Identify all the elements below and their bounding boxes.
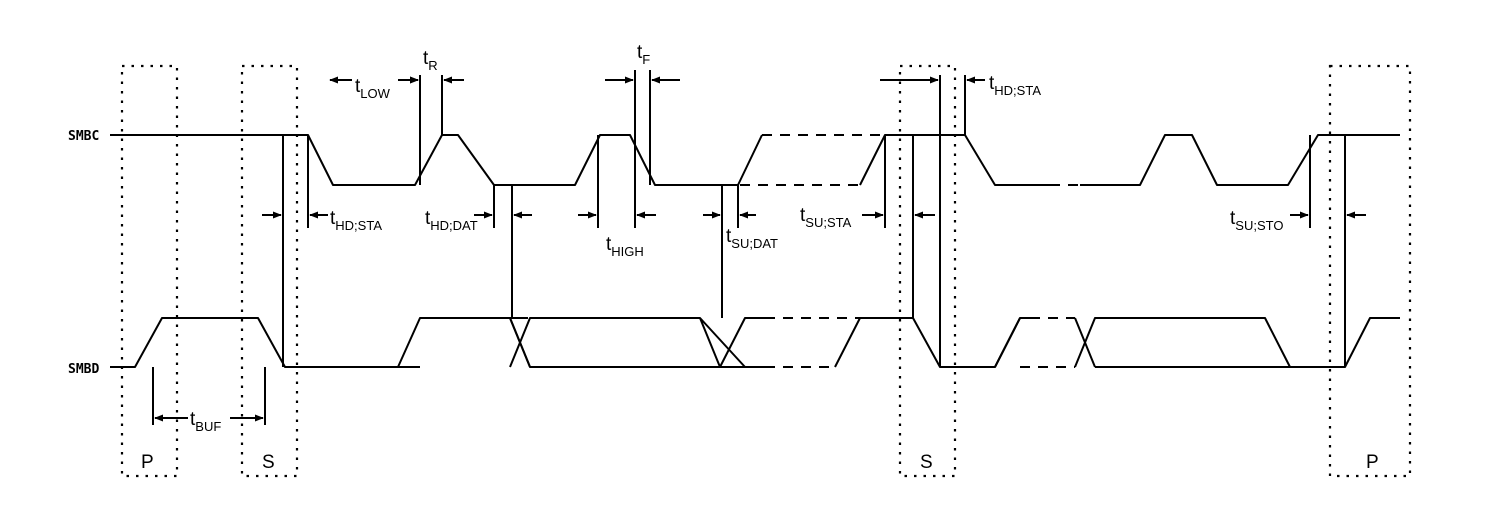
t-hd-dat-label: tHD;DAT <box>425 208 478 233</box>
start-condition-label-1: S <box>262 452 275 473</box>
t-high-label: tHIGH <box>606 234 644 259</box>
stop-condition-box-2 <box>1328 64 1412 478</box>
start-condition-box-2 <box>898 64 957 478</box>
t-hd-sta-label: tHD;STA <box>330 208 382 233</box>
smbd-waveform-2 <box>509 317 765 368</box>
t-buf-label: tBUF <box>190 409 221 434</box>
t-su-sta-label: tSU;STA <box>800 205 852 230</box>
smbd-waveform-4 <box>994 317 1400 368</box>
start-condition-label-2: S <box>920 452 933 473</box>
t-su-dat-label: tSU;DAT <box>726 226 778 251</box>
smbc-waveform-1 <box>110 134 763 186</box>
t-r-label: tR <box>423 48 438 73</box>
smbc-waveform-2 <box>859 134 1050 186</box>
smbc-signal-label: SMBC <box>68 129 99 144</box>
smbd-waveform-dashed-2 <box>1020 317 1075 368</box>
t-hd-sta-top-label: tHD;STA <box>989 73 1041 98</box>
t-su-sto-label: tSU;STO <box>1230 208 1283 233</box>
timing-arrows <box>154 76 1366 422</box>
smbd-waveform-dashed-1 <box>765 317 860 368</box>
smbd-signal-label: SMBD <box>68 362 99 377</box>
t-f-label: tF <box>637 42 650 67</box>
start-condition-box-1 <box>240 64 299 478</box>
smbc-waveform-3 <box>1080 134 1400 186</box>
timing-reference-lines <box>152 70 1346 425</box>
smbd-waveform-3 <box>834 317 1030 368</box>
t-low-label: tLOW <box>355 76 391 101</box>
smbd-waveform-1 <box>110 317 765 368</box>
stop-condition-box-1 <box>120 64 179 478</box>
stop-condition-label-1: P <box>141 452 154 473</box>
stop-condition-label-2: P <box>1366 452 1379 473</box>
